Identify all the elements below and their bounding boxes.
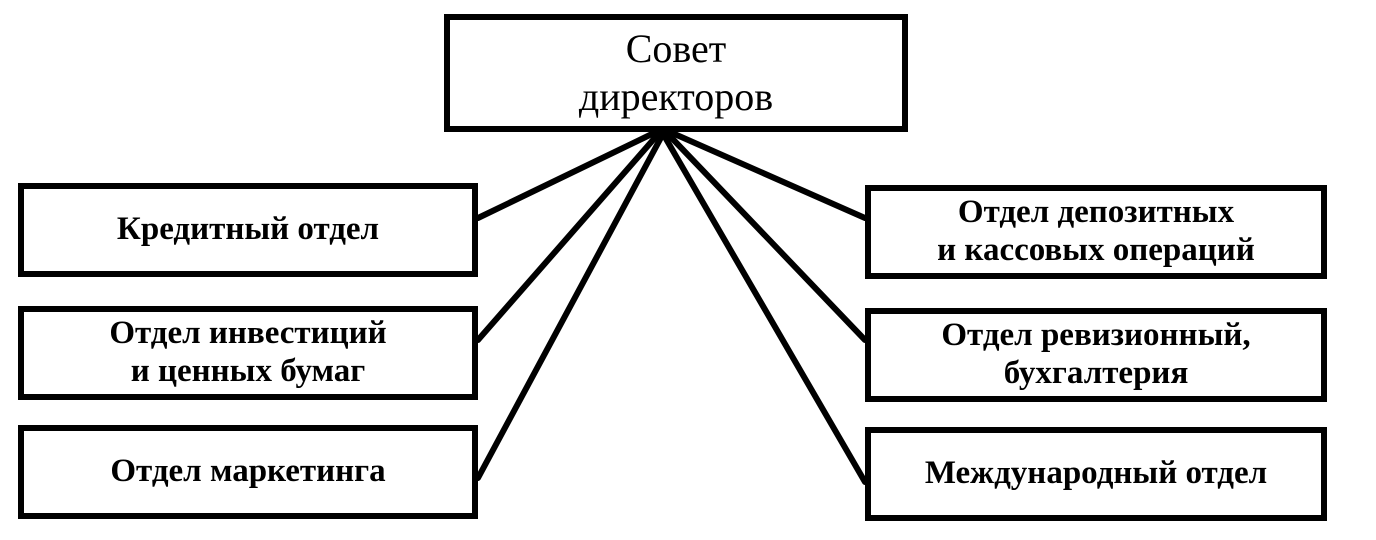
- connector-to-marketing-dept: [475, 129, 667, 481]
- dept-box-credit: Кредитный отдел: [18, 183, 478, 277]
- board-of-directors-box: Совет директоров: [444, 14, 908, 132]
- dept-label-line1: Международный отдел: [924, 455, 1268, 492]
- dept-label-line1: Кредитный отдел: [116, 211, 380, 248]
- dept-box-deposit: Отдел депозитных и кассовых операций: [865, 185, 1327, 279]
- board-title-line2: директоров: [578, 74, 774, 119]
- connector-to-deposit-dept: [667, 129, 868, 221]
- dept-label-line2: бухгалтерия: [1003, 355, 1189, 391]
- dept-label-line1: Отдел маркетинга: [110, 453, 386, 490]
- connector-to-investment-dept: [475, 129, 663, 343]
- connector-to-international-dept: [659, 129, 868, 485]
- board-title-line1: Совет: [625, 26, 727, 71]
- dept-box-marketing: Отдел маркетинга: [18, 425, 478, 519]
- dept-label-line2: и ценных бумаг: [130, 353, 366, 389]
- connector-to-credit-dept: [475, 129, 659, 221]
- dept-box-investment: Отдел инвестиций и ценных бумаг: [18, 306, 478, 400]
- dept-label-line1: Отдел депозитных: [957, 194, 1235, 231]
- dept-box-audit: Отдел ревизионный, бухгалтерия: [865, 308, 1327, 402]
- dept-label-line1: Отдел инвестиций: [109, 315, 387, 352]
- connector-to-audit-dept: [663, 129, 868, 343]
- dept-box-international: Международный отдел: [865, 427, 1327, 521]
- dept-label-line1: Отдел ревизионный,: [941, 317, 1251, 354]
- dept-label-line2: и кассовых операций: [937, 232, 1255, 268]
